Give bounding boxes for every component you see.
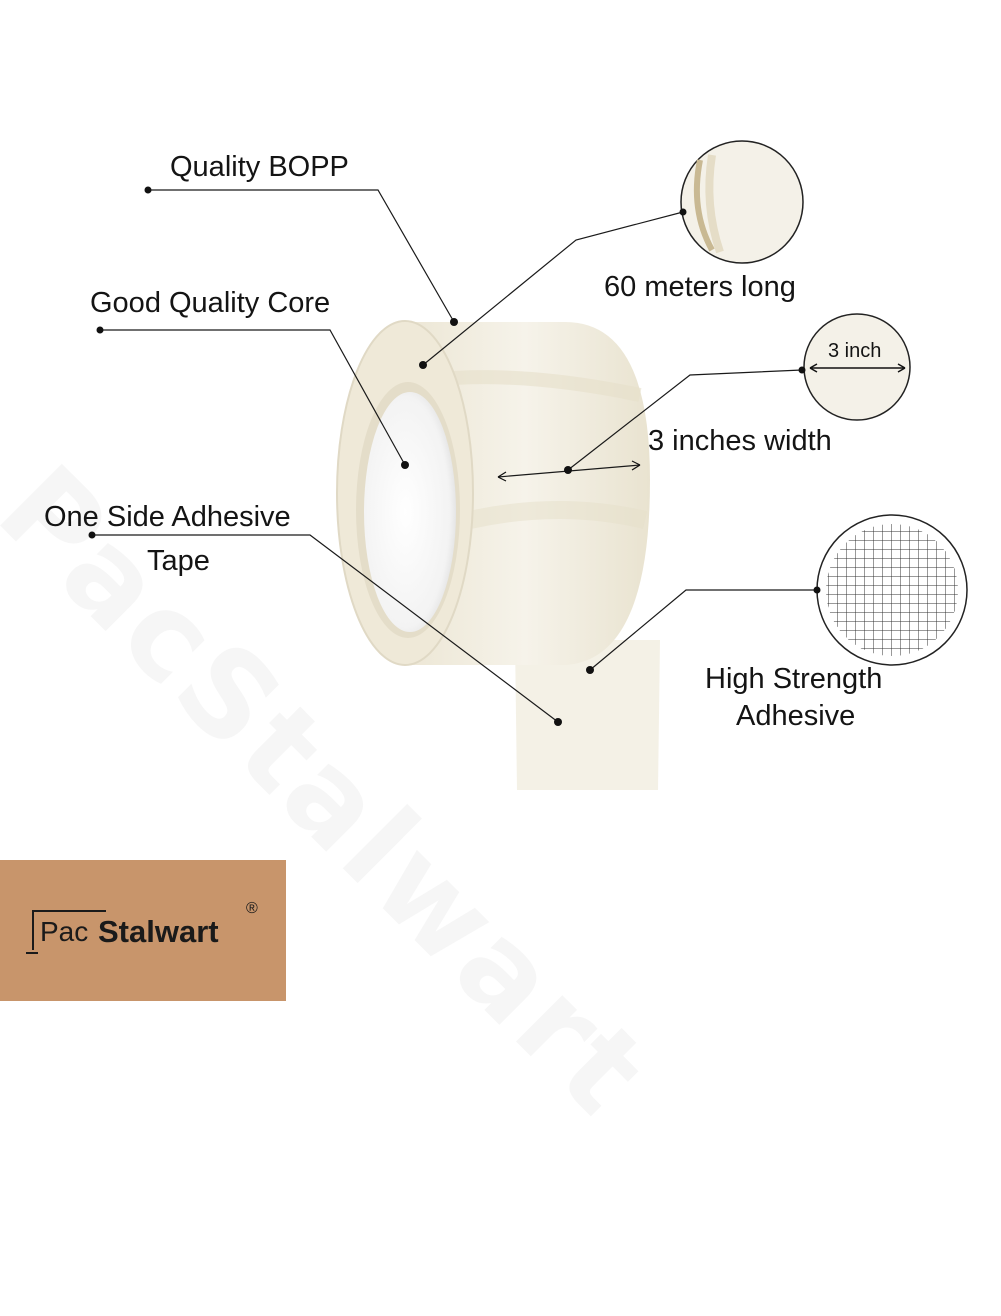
leader-good-core	[100, 329, 406, 466]
label-good-quality-core: Good Quality Core	[90, 287, 331, 319]
label-3-inches-width: 3 inches width	[648, 425, 832, 457]
registered-mark: ®	[246, 900, 258, 917]
leader-strength	[589, 589, 817, 671]
label-one-side-adhesive: One Side Adhesive	[44, 501, 291, 533]
label-60-meters-long: 60 meters long	[604, 271, 796, 303]
brand-logo: Pac Stalwart ®	[0, 860, 286, 1001]
label-high-strength: High Strength	[705, 663, 883, 695]
label-adhesive: Adhesive	[736, 700, 856, 732]
label-3-inch-inset: 3 inch	[828, 340, 882, 362]
leader-length	[422, 211, 684, 366]
label-quality-bopp: Quality BOPP	[170, 151, 349, 183]
logo-stalwart-text: Stalwart	[98, 914, 219, 949]
width-inset-circle	[803, 313, 911, 421]
label-tape: Tape	[147, 545, 210, 577]
tape-core-hole	[364, 392, 456, 632]
leader-one-side	[92, 534, 559, 723]
leader-quality-bopp	[148, 189, 455, 323]
tape-strip	[515, 640, 660, 790]
tape-illustration	[88, 140, 968, 790]
leader-width	[567, 369, 803, 471]
logo-pac-text: Pac	[26, 910, 106, 954]
